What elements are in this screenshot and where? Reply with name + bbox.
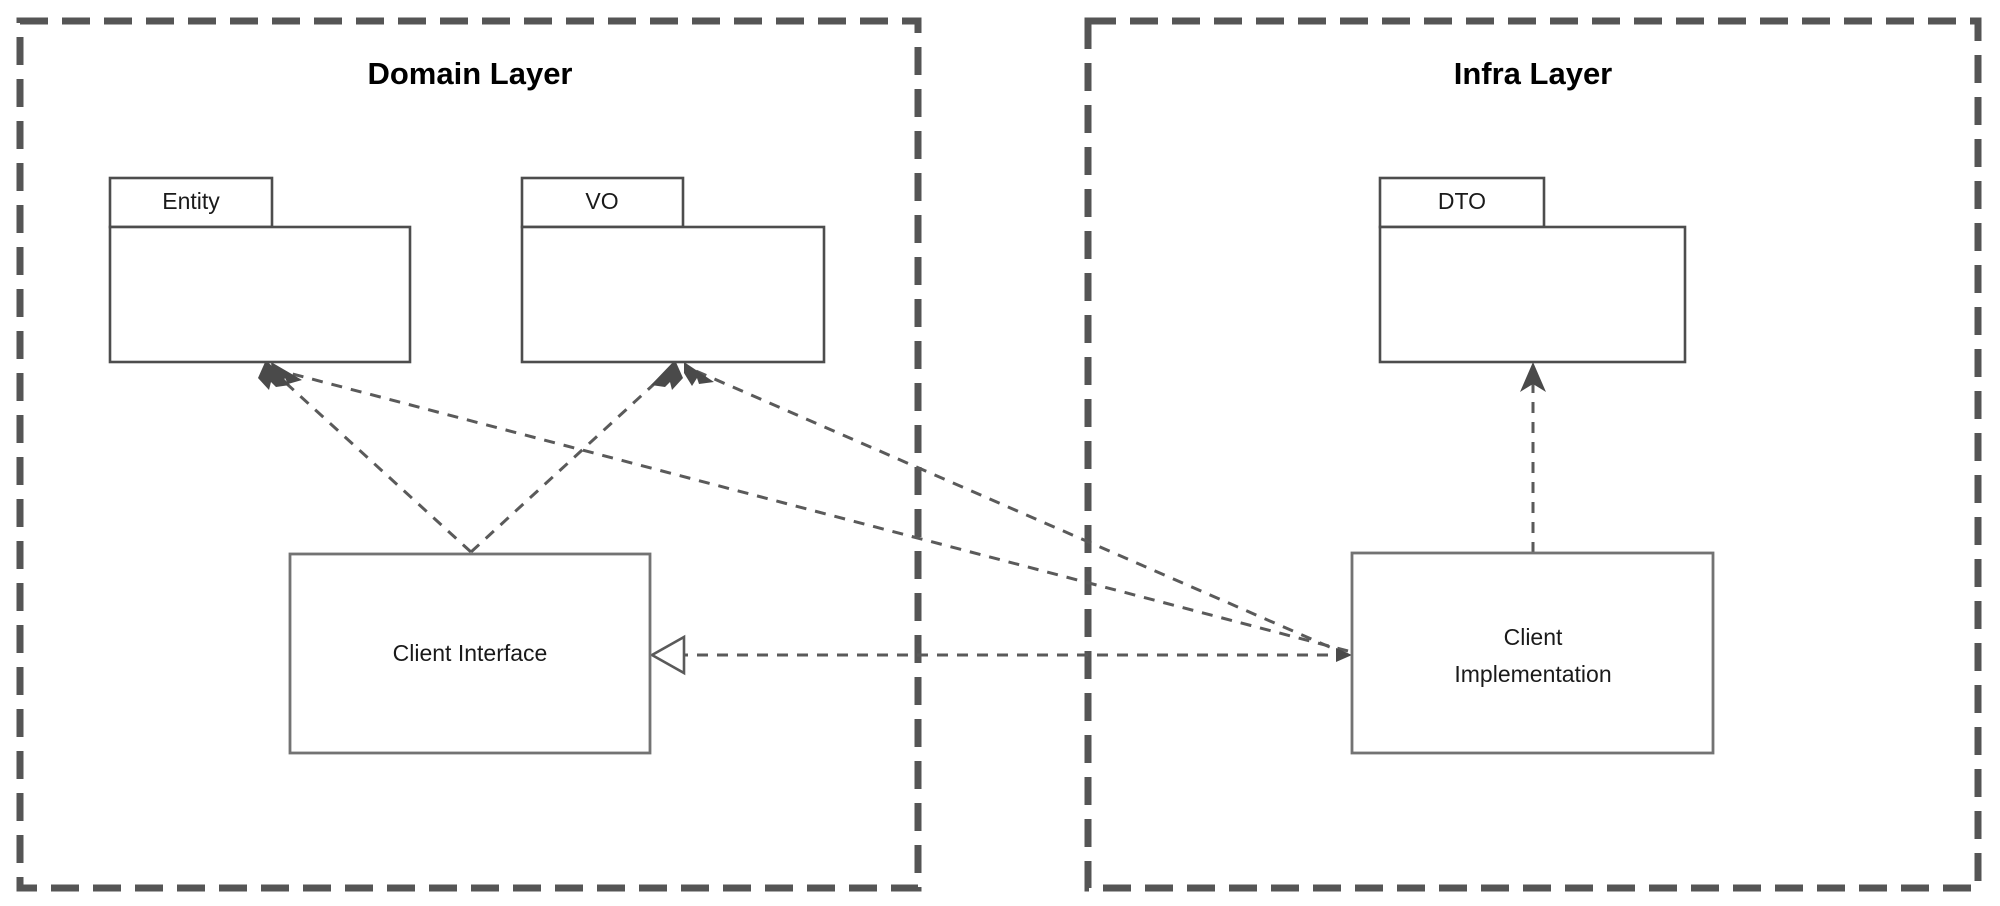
- package-dto[interactable]: DTO: [1378, 176, 1687, 364]
- dto-package-label: DTO: [1438, 188, 1486, 214]
- domain-layer-border: [16, 17, 922, 892]
- interface-entity-line: [274, 372, 473, 554]
- entity-package-label: Entity: [162, 188, 220, 214]
- vo-package-body: [520, 225, 826, 364]
- client-implementation-label-line1: Client: [1504, 624, 1563, 650]
- infra-layer-border: [1084, 17, 1982, 892]
- realization-hollow-triangle-arrowhead: [649, 634, 686, 676]
- dto-package-tab: [1378, 176, 1546, 229]
- client-interface-box: [288, 552, 652, 755]
- connector-implementation-to-vo[interactable]: [684, 362, 1349, 657]
- client-implementation-label-line2: Implementation: [1454, 661, 1611, 687]
- vo-package-label: VO: [585, 188, 618, 214]
- node-client-interface[interactable]: Client Interface: [288, 552, 652, 755]
- entity-package-tab: [108, 176, 274, 229]
- interface-vo-line: [469, 372, 667, 554]
- domain-layer-title: Domain Layer: [367, 56, 572, 91]
- interface-vo-arrowhead: [651, 360, 683, 390]
- implementation-dto-arrowhead: [1520, 362, 1546, 392]
- vo-package-tab: [520, 176, 685, 229]
- connector-interface-to-entity[interactable]: [258, 360, 473, 554]
- entity-package-body: [108, 225, 412, 364]
- layer-domain[interactable]: Domain Layer: [16, 17, 922, 892]
- package-vo[interactable]: VO: [520, 176, 826, 364]
- realization-tail-arrowhead: [1336, 648, 1352, 662]
- connector-interface-to-vo[interactable]: [469, 360, 683, 554]
- node-client-implementation[interactable]: Client Implementation: [1350, 551, 1715, 755]
- dto-package-body: [1378, 225, 1687, 364]
- client-interface-label: Client Interface: [393, 640, 548, 666]
- package-entity[interactable]: Entity: [108, 176, 412, 364]
- implementation-entity-arrowhead: [271, 362, 302, 386]
- connector-implementation-realizes-interface[interactable]: [649, 634, 1352, 676]
- client-implementation-box: [1350, 551, 1715, 755]
- layer-infra[interactable]: Infra Layer: [1084, 17, 1982, 892]
- connector-implementation-to-dto[interactable]: [1520, 362, 1546, 553]
- implementation-vo-line: [695, 369, 1349, 657]
- implementation-vo-arrowhead: [684, 362, 714, 386]
- infra-layer-title: Infra Layer: [1454, 56, 1613, 91]
- connector-implementation-to-entity[interactable]: [271, 362, 1349, 653]
- implementation-entity-line: [284, 370, 1349, 653]
